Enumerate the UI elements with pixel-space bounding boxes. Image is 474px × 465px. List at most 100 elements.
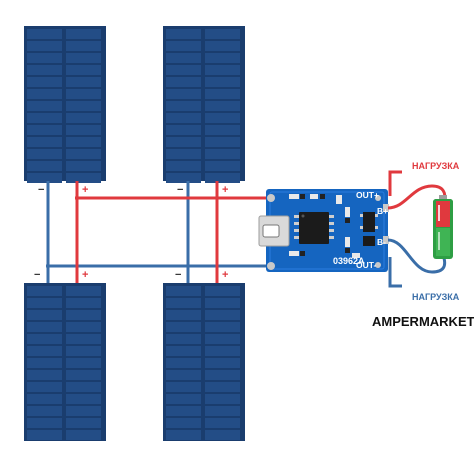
solar-cell (205, 53, 240, 63)
solar-cell (27, 298, 62, 308)
label-out-minus: OUT- (356, 260, 376, 270)
solar-cell (27, 77, 62, 87)
board-chip-code: 03962A (333, 256, 365, 266)
solar-cell (66, 173, 101, 183)
solar-cell (166, 65, 201, 75)
solar-cell (205, 322, 240, 332)
solar-cell (166, 346, 201, 356)
protection-ic (360, 212, 378, 246)
solar-cell (166, 382, 201, 392)
battery-wires (387, 184, 447, 274)
solar-cell (205, 430, 240, 440)
panel-plus-sign: + (222, 269, 228, 281)
solar-cell (27, 430, 62, 440)
solar-cell (66, 29, 101, 39)
smd-components (289, 194, 360, 258)
solar-cell (205, 346, 240, 356)
solar-panel-bottom-right (163, 283, 245, 441)
solar-cell (66, 358, 101, 368)
input-pads (267, 194, 275, 270)
solar-panel-top-right (163, 26, 245, 183)
solar-cell (27, 65, 62, 75)
solar-cell (205, 101, 240, 111)
solar-cell (166, 53, 201, 63)
solar-cell (27, 53, 62, 63)
solar-cell (166, 334, 201, 344)
solar-cell (205, 41, 240, 51)
solar-cell (205, 125, 240, 135)
solar-cell (166, 77, 201, 87)
solar-cell (205, 173, 240, 183)
solar-cell (66, 161, 101, 171)
solar-cell (205, 310, 240, 320)
solar-cell (66, 53, 101, 63)
solar-cell (66, 137, 101, 147)
positive-wires (75, 170, 402, 283)
solar-cell (166, 113, 201, 123)
panel-cells (166, 29, 240, 183)
solar-cell (166, 394, 201, 404)
solar-cell (205, 382, 240, 392)
solar-cell (166, 370, 201, 380)
solar-cell (66, 334, 101, 344)
panel-cells (27, 286, 101, 440)
solar-cell (66, 346, 101, 356)
solar-cell (166, 298, 201, 308)
solar-cell (205, 370, 240, 380)
solar-cell (27, 286, 62, 296)
solar-cell (27, 370, 62, 380)
solar-cell (27, 125, 62, 135)
solar-cell (166, 101, 201, 111)
solar-cell (205, 418, 240, 428)
solar-cell (66, 322, 101, 332)
solar-cell (166, 322, 201, 332)
solar-cell (205, 113, 240, 123)
solar-cell (66, 101, 101, 111)
solar-cell (166, 406, 201, 416)
solar-cell (66, 149, 101, 159)
solar-cell (27, 418, 62, 428)
brand-logo-text: AMPERMARKET.KZ (372, 314, 474, 329)
solar-cell (27, 29, 62, 39)
solar-cell (27, 382, 62, 392)
solar-cell (205, 65, 240, 75)
solar-cell (66, 89, 101, 99)
solar-cell (27, 173, 62, 183)
solar-cell (166, 358, 201, 368)
charger-ic (294, 212, 334, 244)
solar-cell (205, 77, 240, 87)
solar-cell (166, 418, 201, 428)
solar-cell (205, 406, 240, 416)
solar-cell (66, 310, 101, 320)
micro-usb-connector (258, 215, 290, 247)
solar-cell (166, 286, 201, 296)
load-label-bottom: НАГРУЗКА (412, 292, 460, 302)
solar-cell (27, 406, 62, 416)
solar-cell (66, 125, 101, 135)
label-b-plus: B+ (377, 206, 388, 216)
solar-cell (205, 161, 240, 171)
solar-cell (205, 29, 240, 39)
solar-panel-top-left (24, 26, 106, 183)
panel-cells (27, 29, 101, 183)
solar-cell (205, 137, 240, 147)
solar-cell (27, 113, 62, 123)
solar-cell (66, 298, 101, 308)
solar-cell (166, 29, 201, 39)
label-out-plus: OUT+ (356, 190, 379, 200)
panel-plus-sign: + (82, 269, 88, 281)
solar-cell (166, 149, 201, 159)
solar-cell (66, 370, 101, 380)
battery (433, 195, 453, 259)
panel-plus-sign: + (82, 184, 88, 196)
output-pads (375, 195, 389, 268)
solar-cell (166, 89, 201, 99)
solar-cell (166, 430, 201, 440)
solar-cell (66, 77, 101, 87)
solar-panel-bottom-left (24, 283, 106, 441)
solar-cell (27, 310, 62, 320)
solar-cell (166, 137, 201, 147)
panel-minus-sign: − (175, 269, 181, 281)
solar-cell (205, 286, 240, 296)
